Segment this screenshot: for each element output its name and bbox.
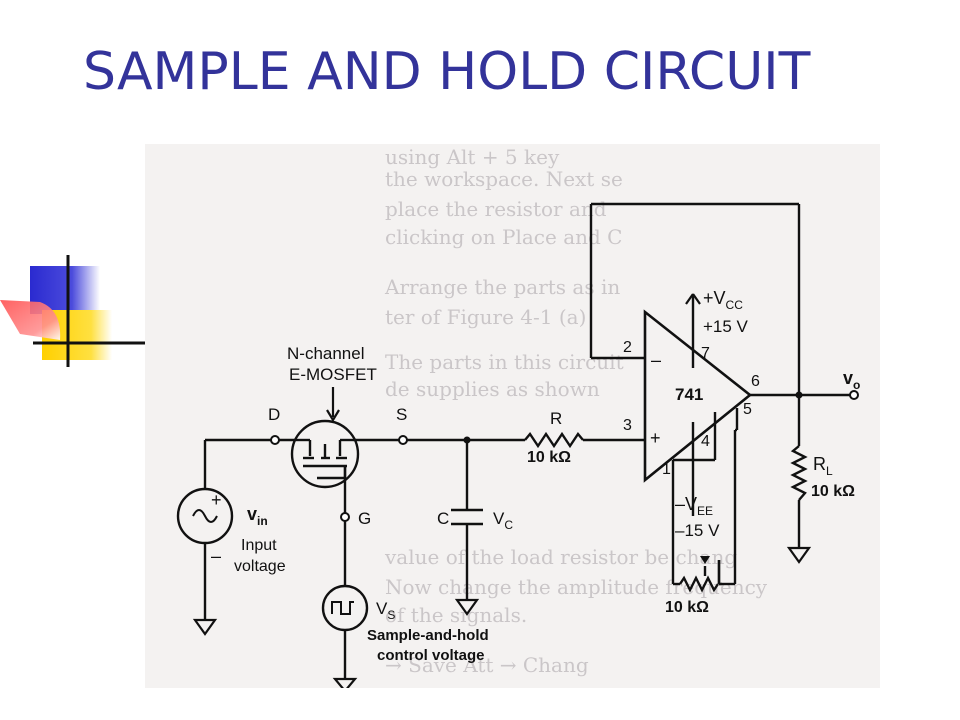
mosfet-label-line1: N-channel	[287, 344, 365, 363]
vee-value: –15 V	[675, 521, 720, 540]
cap-c-label: C	[437, 509, 449, 528]
vc-label: VC	[493, 509, 513, 532]
opamp-symbol	[643, 309, 753, 483]
svg-text:ter of Figure 4-1 (a): ter of Figure 4-1 (a)	[385, 305, 586, 329]
inverting-sign: –	[651, 350, 661, 370]
input-voltage-label-2: voltage	[234, 558, 286, 575]
mosfet-symbol	[290, 419, 360, 489]
rl-value: 10 kΩ	[811, 483, 855, 500]
resistor-r	[524, 431, 584, 449]
svg-text:of the signals.: of the signals.	[385, 603, 527, 627]
vs-label: VS	[376, 599, 395, 622]
node-d-label: D	[268, 405, 280, 424]
sample-hold-label-1: Sample-and-hold	[367, 627, 489, 644]
terminals	[270, 390, 859, 522]
vcc-arrow	[685, 293, 701, 305]
input-source-symbol	[176, 487, 234, 545]
pin-5: 5	[743, 401, 752, 418]
circuit-scan: using Alt + 5 key the workspace. Next se…	[145, 144, 880, 688]
svg-text:using Alt + 5 key: using Alt + 5 key	[385, 145, 560, 169]
vcc-value: +15 V	[703, 317, 749, 336]
vo-label: vo	[843, 368, 860, 392]
node-s-label: S	[396, 405, 407, 424]
slide-title: SAMPLE AND HOLD CIRCUIT	[83, 42, 811, 102]
source-minus: –	[211, 546, 221, 566]
noninverting-sign: +	[650, 428, 661, 448]
svg-text:de supplies as shown: de supplies as shown	[385, 377, 600, 401]
svg-text:clicking on Place and C: clicking on Place and C	[385, 225, 622, 249]
svg-text:place the resistor and: place the resistor and	[385, 197, 607, 221]
pin-4: 4	[701, 433, 710, 450]
vee-label: –VEE	[675, 494, 713, 518]
mosfet-label-line2: E-MOSFET	[289, 365, 377, 384]
vin-label: vin	[247, 504, 268, 528]
r-value: 10 kΩ	[527, 449, 571, 466]
vcc-label: +VCC	[703, 288, 743, 312]
mosfet-internals	[295, 438, 353, 480]
sample-hold-label-2: control voltage	[377, 647, 485, 664]
pot-wiper-arrow	[700, 556, 710, 564]
pin-3: 3	[623, 417, 632, 434]
ground-symbols	[192, 546, 812, 688]
pin-2: 2	[623, 339, 632, 356]
svg-text:value of the load resistor be: value of the load resistor be chang	[384, 545, 737, 569]
pin-7: 7	[701, 345, 710, 362]
svg-text:Arrange the parts as in: Arrange the parts as in	[384, 275, 620, 299]
svg-text:the workspace. Next se: the workspace. Next se	[385, 167, 623, 191]
rl-label: RL	[813, 454, 833, 478]
slide-decoration	[0, 255, 150, 367]
source-plus: +	[211, 490, 222, 510]
svg-text:Now change the amplitude frequ: Now change the amplitude frequency	[385, 575, 768, 599]
deco-red-shape	[0, 300, 61, 340]
mosfet-label-arrow	[326, 387, 340, 423]
pot-value: 10 kΩ	[665, 599, 709, 616]
potentiometer	[679, 575, 719, 593]
resistor-rl	[790, 445, 808, 501]
circuit-schematic: using Alt + 5 key the workspace. Next se…	[176, 145, 860, 688]
sine-icon	[192, 509, 218, 523]
input-voltage-label-1: Input	[241, 537, 277, 554]
control-source-symbol	[321, 584, 369, 632]
svg-text:→ Save Att → Chang: → Save Att → Chang	[385, 653, 589, 677]
junction-dots	[463, 391, 803, 444]
pin-6: 6	[751, 373, 760, 390]
opamp-label: 741	[675, 385, 703, 404]
square-wave-icon	[331, 601, 354, 615]
pin-1: 1	[662, 461, 671, 478]
r-label: R	[550, 409, 562, 428]
svg-text:The parts in this circuit: The parts in this circuit	[385, 350, 624, 374]
bleed-through-text: using Alt + 5 key the workspace. Next se…	[384, 145, 768, 677]
node-g-label: G	[358, 509, 371, 528]
